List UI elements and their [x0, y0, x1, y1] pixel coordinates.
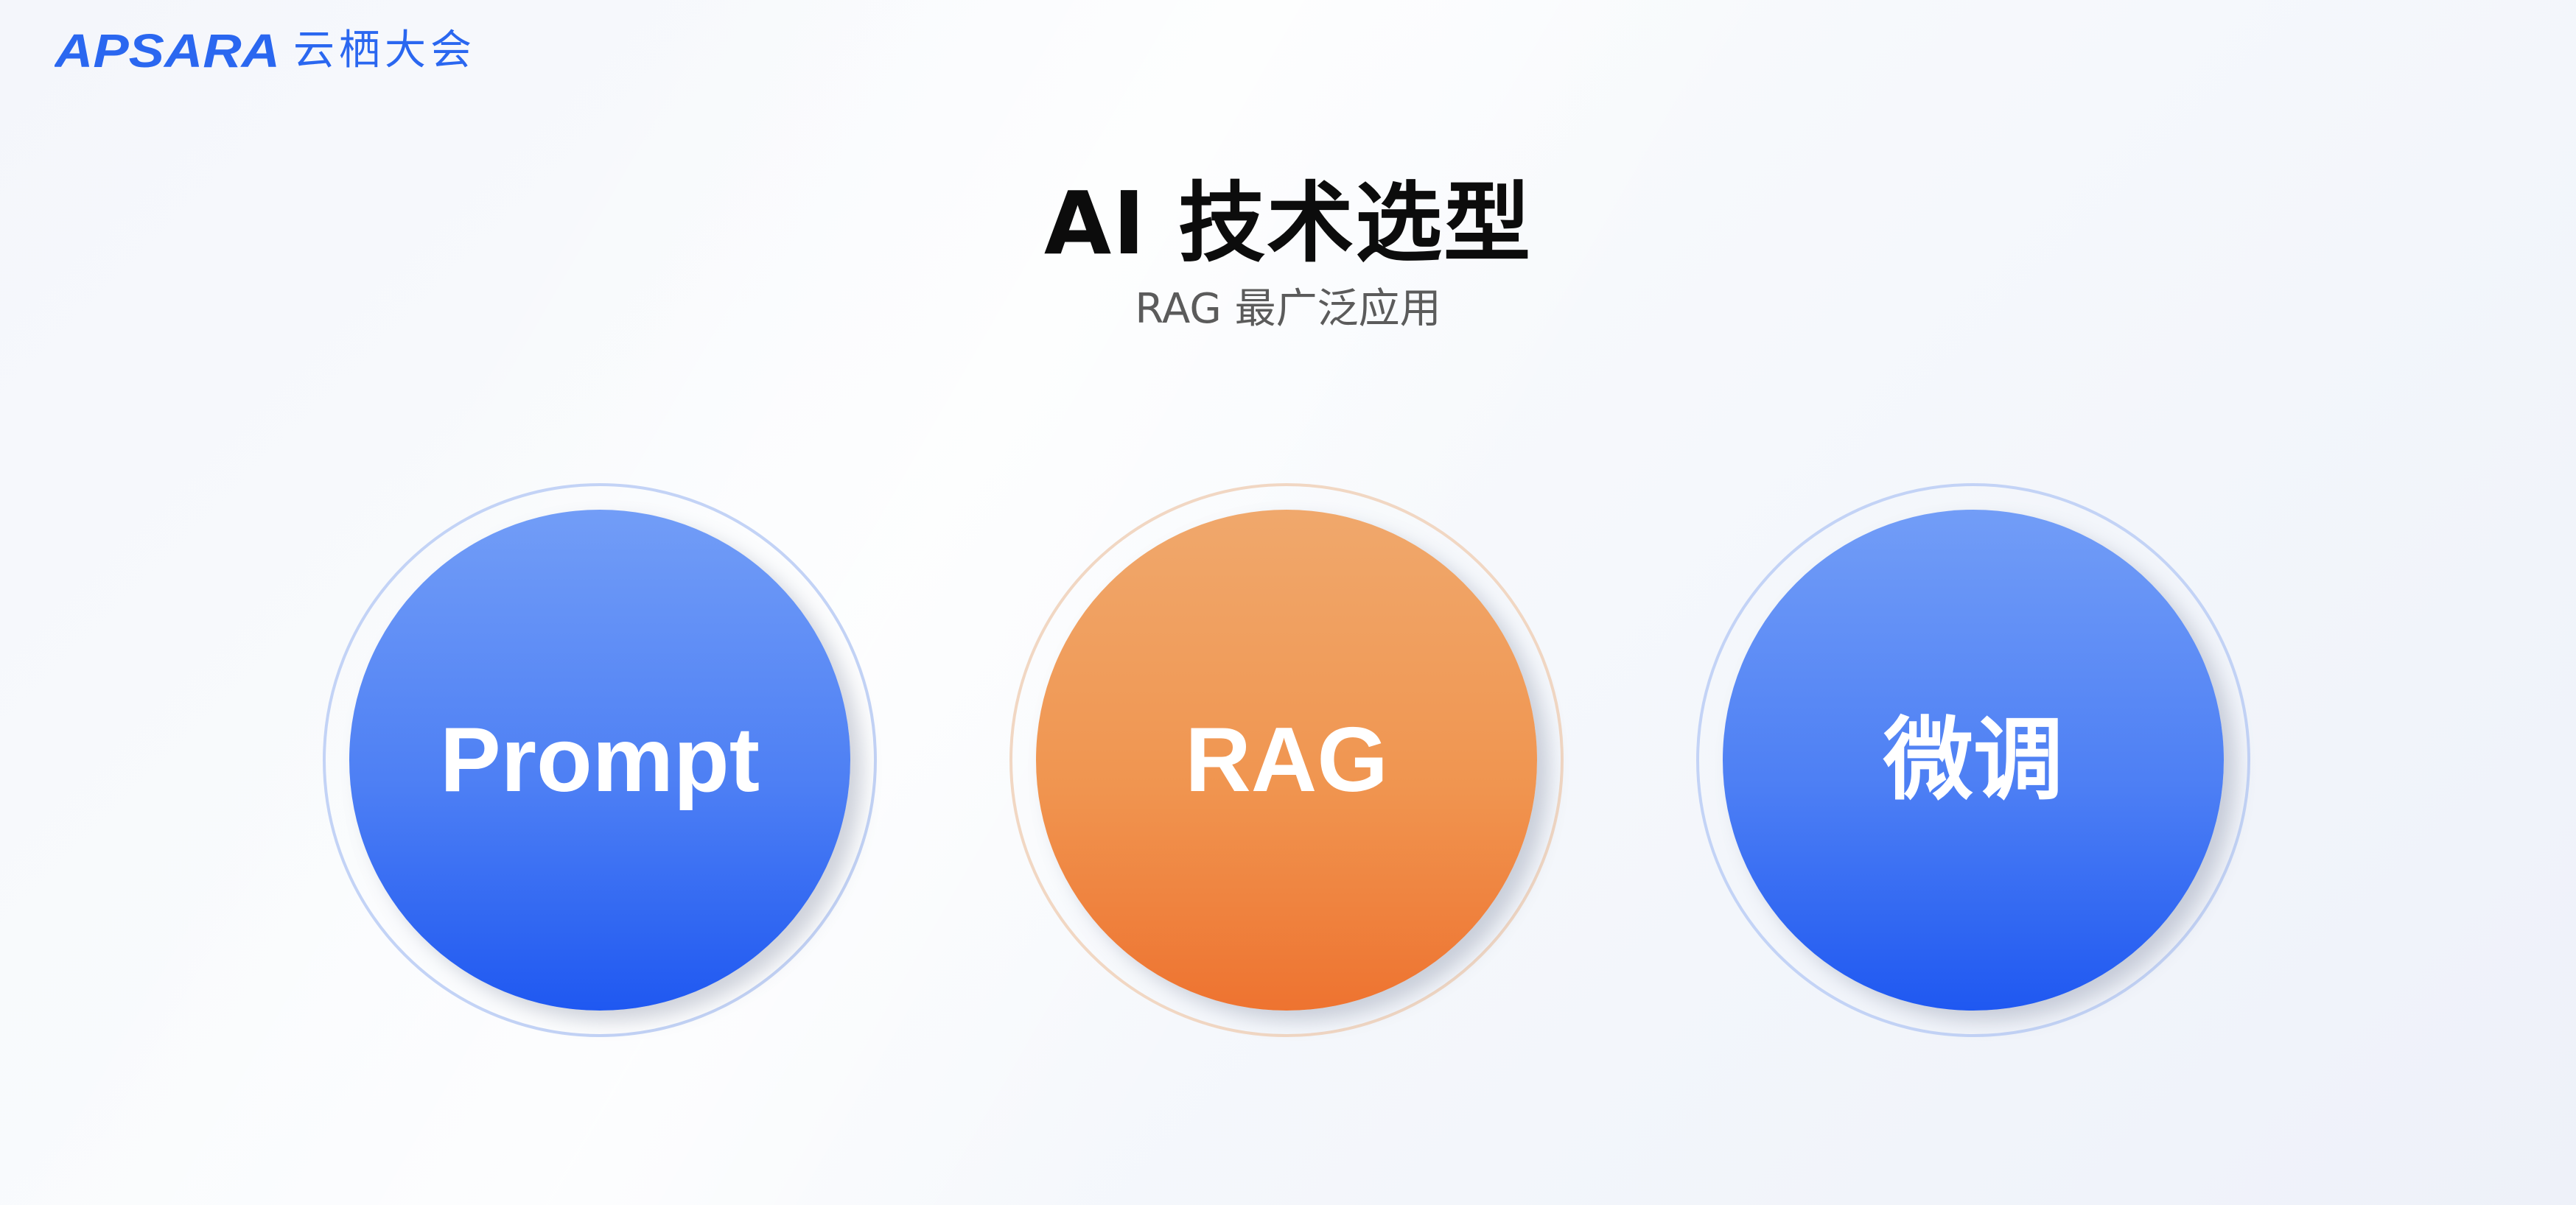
outer-ring [1696, 483, 2250, 1037]
option-label: RAG [1185, 709, 1388, 811]
apsara-logo: APSARA 云栖大会 [55, 25, 476, 77]
option-fine-tuning: 微调 [1696, 483, 2250, 1037]
option-prompt: Prompt [323, 483, 877, 1037]
outer-ring [1009, 483, 1564, 1037]
option-disc: 微调 [1723, 510, 2224, 1011]
page-title: AI 技术选型 [1043, 172, 1533, 274]
option-rag: RAG [1009, 483, 1564, 1037]
logo-chinese-text: 云栖大会 [293, 27, 476, 74]
apsara-wordmark-text: APSARA [55, 30, 280, 71]
option-label: Prompt [440, 709, 760, 811]
option-label: 微调 [1883, 708, 2063, 812]
option-disc: RAG [1036, 510, 1537, 1011]
apsara-wordmark: APSARA [55, 30, 280, 71]
option-disc: Prompt [349, 510, 850, 1011]
outer-ring [323, 483, 877, 1037]
page-subtitle: RAG 最广泛应用 [1135, 285, 1441, 333]
